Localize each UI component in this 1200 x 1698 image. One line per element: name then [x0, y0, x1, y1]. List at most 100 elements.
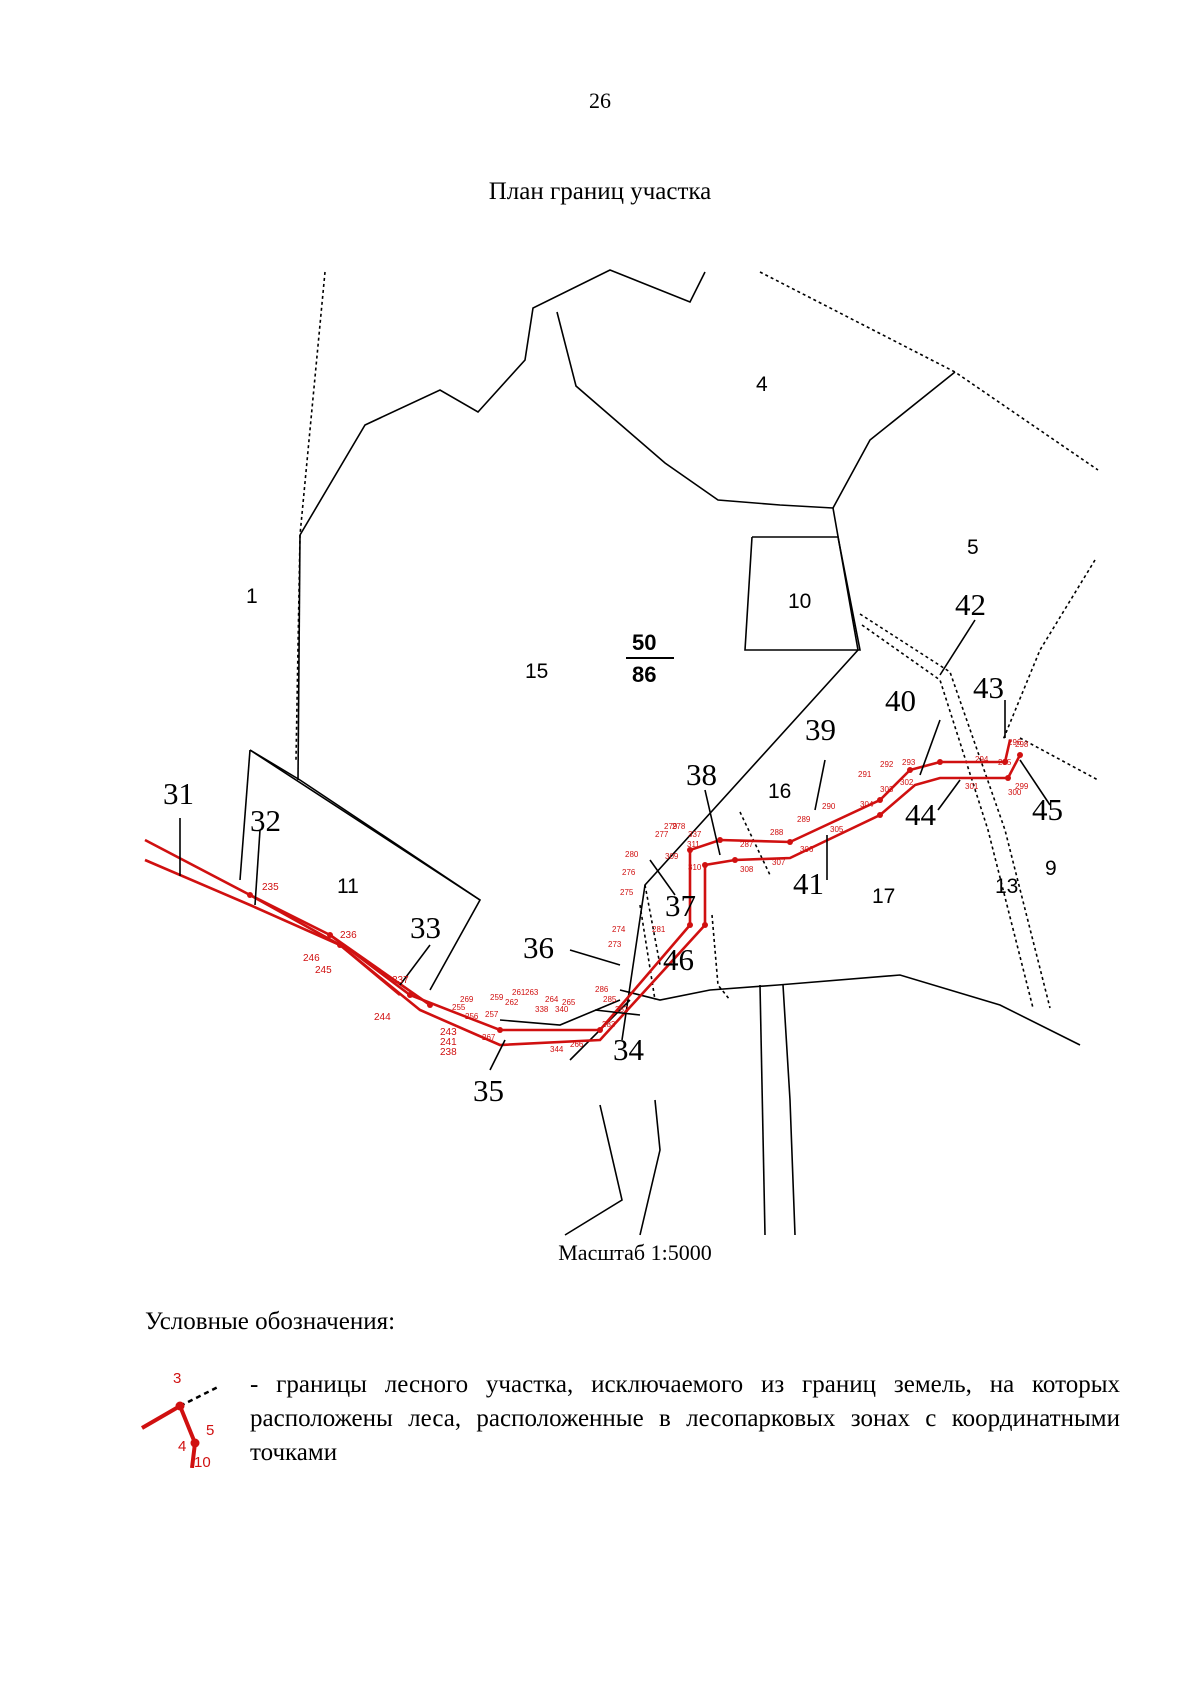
fraction-bar [626, 657, 674, 659]
point-label: 309 [665, 852, 679, 861]
legend-item-boundary: 3 4 5 10 - границы лесного участка, искл… [140, 1368, 1120, 1488]
quarter-label: 16 [768, 780, 792, 803]
point-label: 305 [830, 825, 844, 834]
point-label: 311 [687, 840, 700, 849]
point-label: 306 [800, 845, 814, 854]
point-label: 261 [512, 988, 526, 997]
callout-39: 39 [805, 712, 836, 747]
legend-point-3: 3 [173, 1370, 182, 1387]
point-label: 244 [374, 1012, 391, 1023]
point-label: 236 [340, 930, 357, 941]
point-label: 256 [465, 1012, 479, 1021]
solid-boundaries [239, 269, 1081, 1236]
point-label: 296 [1008, 738, 1022, 747]
point-label: 295 [998, 758, 1012, 767]
point-label: 290 [822, 802, 836, 811]
point-label: 264 [545, 995, 559, 1004]
quarter-label: 4 [756, 373, 768, 396]
callout-38: 38 [686, 757, 717, 792]
point-label: 265 [562, 998, 576, 1007]
point-label: 338 [535, 1005, 549, 1014]
point-label: 235 [262, 882, 279, 893]
point-label: 279 [664, 822, 678, 831]
point-label: 337 [688, 830, 702, 839]
point-label: 302 [900, 778, 914, 787]
point-label: 299 [1015, 782, 1029, 791]
point-label: 281 [652, 925, 666, 934]
legend-point-5: 5 [206, 1422, 215, 1439]
quarter-label: 9 [1045, 857, 1057, 880]
callout-31: 31 [163, 776, 194, 811]
quarter-label: 11 [337, 875, 359, 898]
point-label: 269 [460, 995, 474, 1004]
quarter-label: 13 [995, 875, 1019, 898]
point-label: 245 [315, 965, 332, 976]
callout-34: 34 [613, 1032, 644, 1067]
point-label: 273 [608, 940, 622, 949]
point-label: 241 [440, 1037, 457, 1048]
legend-description: - границы лесного участка, исключаемого … [250, 1371, 1120, 1466]
point-label: 288 [770, 828, 784, 837]
page-title: План границ участка [488, 178, 712, 205]
point-label: 276 [622, 868, 636, 877]
plot-vertices [247, 752, 1023, 1033]
point-label: 267 [482, 1033, 496, 1042]
point-label: 255 [452, 1003, 466, 1012]
callout-32: 32 [250, 803, 281, 838]
callout-42: 42 [955, 587, 986, 622]
callout-36: 36 [523, 930, 554, 965]
quarter-label: 5 [967, 536, 979, 559]
point-label: 280 [625, 850, 639, 859]
point-label: 293 [902, 758, 916, 767]
map-scale: Масштаб 1:5000 [558, 1240, 712, 1265]
point-label: 275 [620, 888, 634, 897]
point-label: 285 [603, 995, 617, 1004]
point-label: 282 [615, 1005, 629, 1014]
callout-leaders [179, 619, 1051, 1071]
boundary-legend-icon [140, 1384, 221, 1468]
point-label: 237 [392, 975, 409, 986]
point-label: 340 [555, 1005, 569, 1014]
callout-45: 45 [1032, 792, 1063, 827]
point-label: 262 [505, 998, 519, 1007]
point-label: 243 [440, 1027, 457, 1038]
legend-point-4: 4 [178, 1438, 187, 1455]
point-label: 246 [303, 953, 320, 964]
point-label: 277 [655, 830, 669, 839]
callout-44: 44 [905, 797, 936, 832]
point-label: 300 [1008, 788, 1022, 797]
quarter-label: 1 [246, 585, 258, 608]
legend-point-10: 10 [194, 1454, 211, 1471]
point-label: 344 [550, 1045, 564, 1054]
point-label: 301 [965, 782, 979, 791]
callout-33: 33 [410, 910, 441, 945]
point-label: 278 [672, 822, 686, 831]
point-label: 292 [880, 760, 894, 769]
point-label: 238 [440, 1047, 457, 1058]
point-label: 287 [740, 840, 754, 849]
point-label: 303 [880, 785, 894, 794]
point-label: 274 [612, 925, 626, 934]
quarter-label: 17 [872, 885, 896, 908]
callout-43: 43 [973, 670, 1004, 705]
point-label: 298 [1015, 740, 1029, 749]
fraction-numerator: 50 [632, 630, 657, 655]
callout-41: 41 [793, 866, 824, 901]
point-label: 304 [860, 800, 874, 809]
point-label: 266 [570, 1040, 584, 1049]
point-label: 307 [772, 858, 786, 867]
point-label: 291 [858, 770, 872, 779]
quarter-label: 15 [525, 660, 549, 683]
callout-35: 35 [473, 1073, 504, 1108]
point-label: 283 [602, 1020, 616, 1029]
legend-title: Условные обозначения: [145, 1308, 396, 1335]
point-label: 263 [525, 988, 539, 997]
callout-46: 46 [663, 942, 694, 977]
fraction-denominator: 86 [632, 662, 657, 687]
point-label: 294 [975, 755, 989, 764]
callout-37: 37 [665, 888, 696, 923]
point-label: 310 [688, 863, 702, 872]
quarter-label: 10 [788, 590, 812, 613]
